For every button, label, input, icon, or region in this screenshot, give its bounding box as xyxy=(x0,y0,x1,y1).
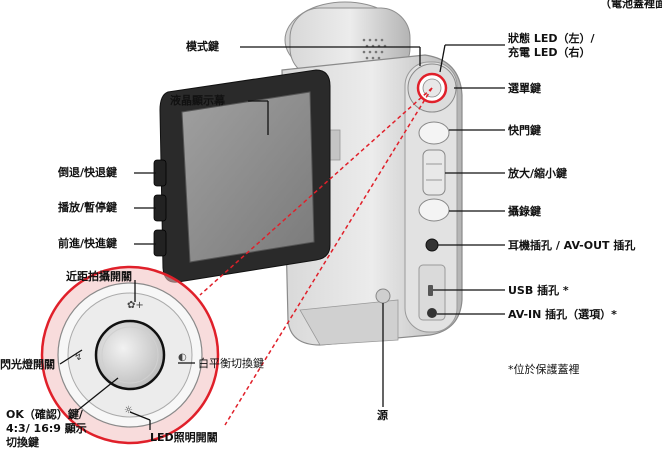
leader-lines xyxy=(59,44,505,430)
cover-note: *位於保護蓋裡 xyxy=(508,363,580,376)
zoom-projection-lines xyxy=(199,87,433,426)
zoom-label: 放大/縮小鍵 xyxy=(508,167,568,180)
lcd-screen xyxy=(181,91,315,263)
shutter-label: 快門鍵 xyxy=(508,124,541,137)
flash-switch-label: 閃光燈開關 xyxy=(0,358,55,371)
ok-key-label-line2: 4:3/ 16:9 顯示 xyxy=(6,422,87,435)
macro-hint-icon: ✿+ xyxy=(127,300,144,311)
menu-key-label: 選單鍵 xyxy=(508,82,541,95)
ok-key-label-line3: 切換鍵 xyxy=(6,436,39,449)
flash-hint-icon: ↯ xyxy=(74,352,82,363)
lcd-screen-label: 液晶顯示幕 xyxy=(170,94,225,107)
av-in-label: AV-IN 插孔（選項）* xyxy=(508,308,617,321)
rewind-label: 倒退/快退鍵 xyxy=(58,166,118,179)
led-light-label: LED照明開關 xyxy=(150,431,218,444)
power-label: 源 xyxy=(377,409,388,422)
usb-label: USB 插孔 * xyxy=(508,284,569,297)
lcd-panel xyxy=(153,69,331,283)
record-label: 攝錄鍵 xyxy=(508,205,541,218)
top-cutoff-label: （電池蓋裡面） xyxy=(600,0,662,10)
forward-label: 前進/快進鍵 xyxy=(58,237,118,250)
wb-hint-icon: ◐ xyxy=(178,352,187,363)
status-led-label-line2: 充電 LED（右） xyxy=(508,46,591,59)
status-led-label-line1: 狀態 LED（左）/ xyxy=(508,32,595,45)
earphone-av-out-label: 耳機插孔 / AV-OUT 插孔 xyxy=(508,239,636,252)
play-pause-label: 播放/暫停鍵 xyxy=(58,201,118,214)
macro-switch-label: 近距拍攝開關 xyxy=(66,270,132,283)
power-button[interactable] xyxy=(375,288,391,304)
ok-key-label-line1: OK（確認）鍵/ xyxy=(6,408,83,421)
magnified-control-pad: ✿+ ☼ ↯ ◐ xyxy=(40,265,220,445)
white-balance-label: 白平衡切換鍵 xyxy=(198,357,264,370)
led-light-hint-icon: ☼ xyxy=(124,405,133,416)
forward-button[interactable] xyxy=(153,229,167,257)
mode-key-label: 模式鍵 xyxy=(186,40,219,53)
ok-button[interactable] xyxy=(94,319,166,391)
